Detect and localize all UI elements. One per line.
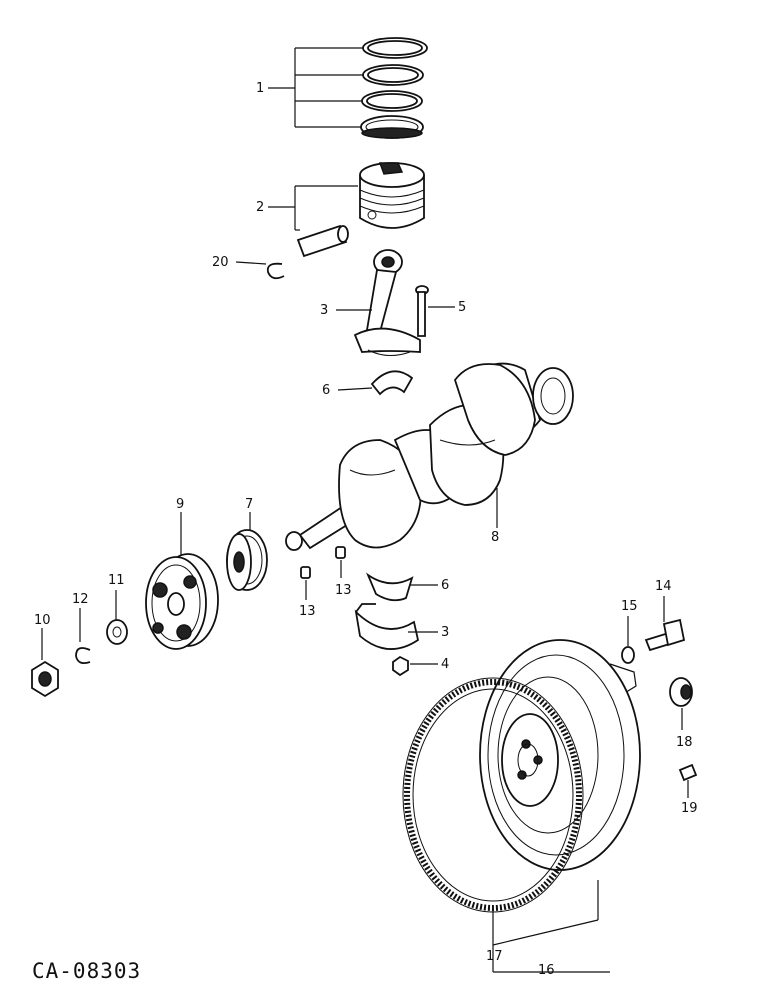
crankshaft — [285, 362, 574, 551]
callout-1: 1 — [256, 81, 264, 96]
callout-17: 17 — [486, 949, 503, 964]
lock-washer — [75, 647, 91, 665]
crank-gear — [226, 529, 268, 591]
piston — [359, 162, 425, 229]
callout-19: 19 — [681, 801, 698, 816]
callout-9: 9 — [176, 497, 184, 512]
callout-13b: 13 — [335, 583, 352, 598]
callout-5: 5 — [458, 300, 466, 315]
callout-7: 7 — [245, 497, 253, 512]
callout-20: 20 — [212, 255, 229, 270]
callout-14: 14 — [655, 579, 672, 594]
callout-4: 4 — [441, 657, 449, 672]
callout-6-top: 6 — [322, 383, 330, 398]
key-13b — [335, 546, 346, 559]
callout-13a: 13 — [299, 604, 316, 619]
callout-3-bottom: 3 — [441, 625, 449, 640]
callout-8: 8 — [491, 530, 499, 545]
flywheel — [479, 639, 641, 871]
callout-18: 18 — [676, 735, 693, 750]
piston-rings — [360, 37, 428, 139]
snap-ring — [266, 262, 285, 280]
flywheel-bolt — [644, 618, 686, 652]
callout-15: 15 — [621, 599, 638, 614]
dowel-pin — [678, 763, 698, 782]
nut — [31, 660, 59, 698]
connecting-rod — [353, 249, 421, 356]
drawing-code: CA-08303 — [32, 959, 141, 983]
piston-pin — [296, 224, 349, 258]
callout-12: 12 — [72, 592, 89, 607]
callout-6-bottom: 6 — [441, 578, 449, 593]
callout-10: 10 — [34, 613, 51, 628]
leader-2 — [268, 185, 358, 231]
callout-3-top: 3 — [320, 303, 328, 318]
key-13a — [300, 566, 311, 579]
rod-bolt — [415, 285, 429, 337]
leader-1 — [268, 47, 363, 128]
leader-16-17 — [492, 880, 610, 973]
leader-20 — [235, 261, 267, 265]
rod-cap — [354, 603, 420, 650]
washer — [106, 619, 128, 645]
callout-11: 11 — [108, 573, 125, 588]
leader-6-top — [337, 387, 373, 391]
pilot-bearing — [669, 677, 693, 707]
rod-nut — [392, 655, 409, 677]
bearing-upper — [370, 370, 414, 396]
flywheel-washer — [621, 646, 635, 664]
callout-2: 2 — [256, 200, 264, 215]
callout-16: 16 — [538, 963, 555, 978]
bearing-lower — [365, 572, 414, 602]
pulley — [145, 553, 219, 650]
